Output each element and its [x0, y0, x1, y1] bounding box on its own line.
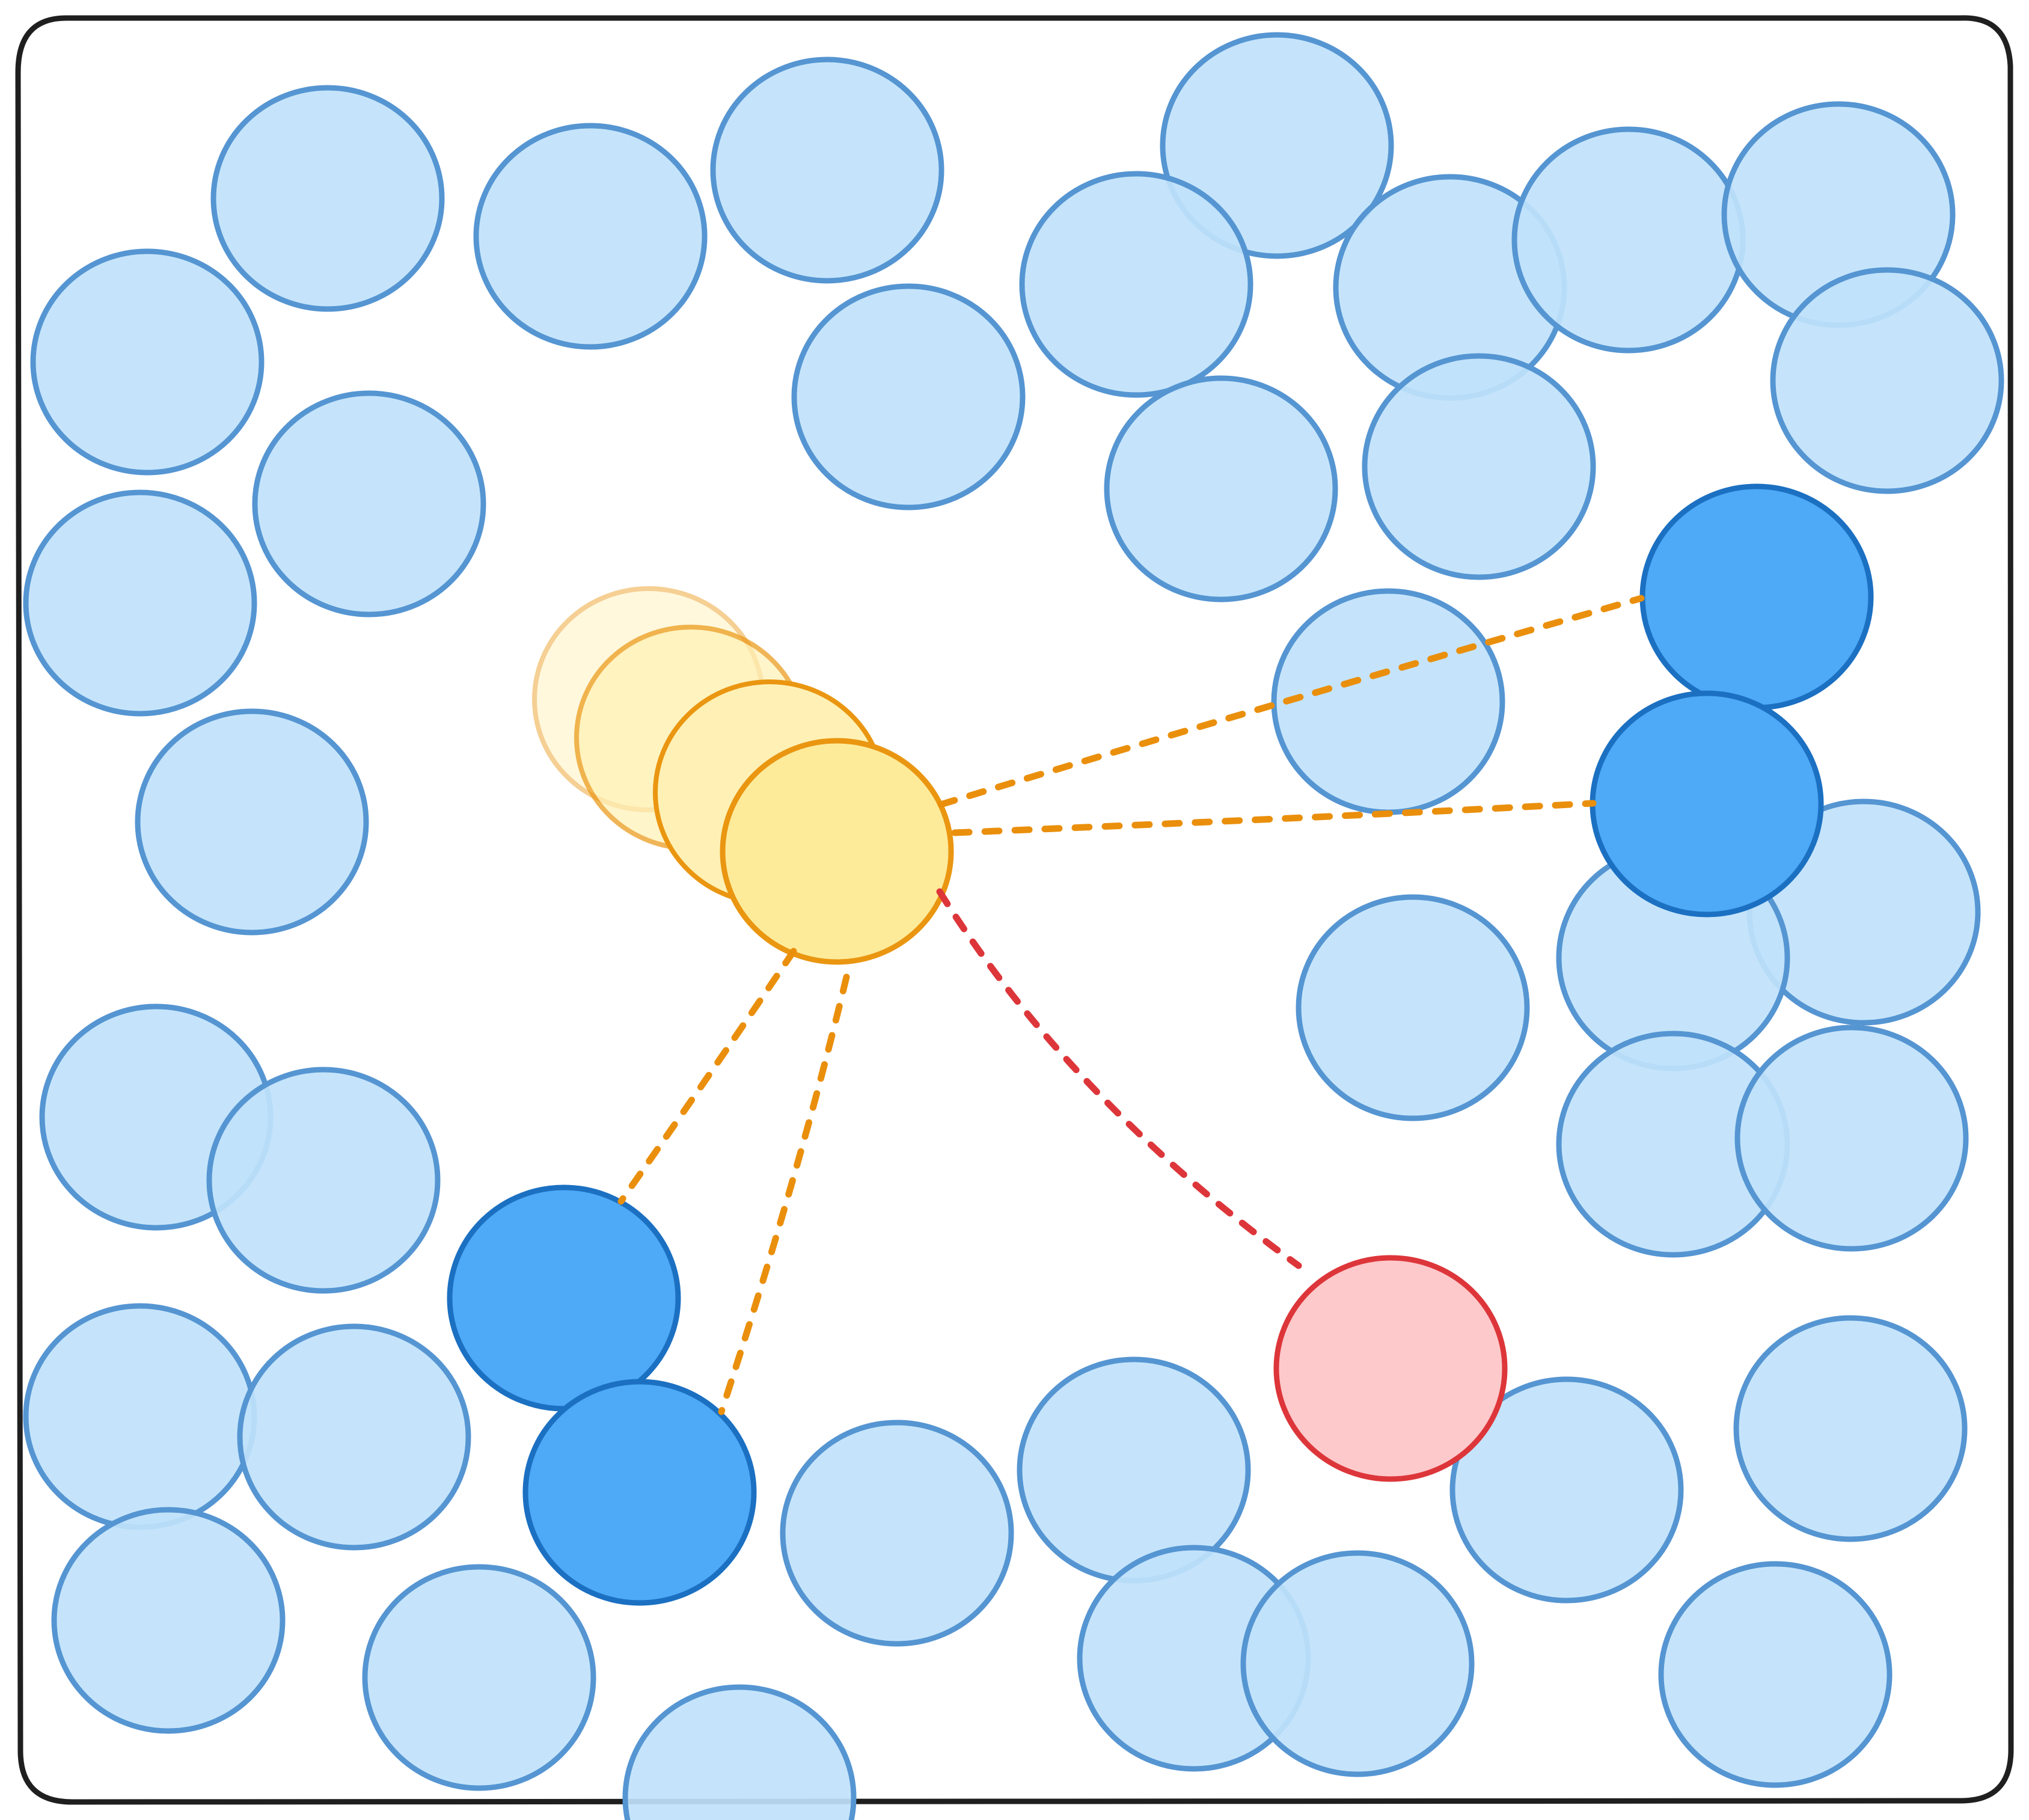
- particle: [1511, 126, 1746, 354]
- neighbor-link: [617, 948, 797, 1205]
- particle: [473, 123, 708, 350]
- particle: [791, 283, 1026, 510]
- particle: [362, 1564, 596, 1791]
- particle: [135, 708, 369, 936]
- particle: [622, 1684, 857, 1820]
- particle: [1733, 1315, 1968, 1542]
- particle: [1019, 171, 1253, 398]
- particle: [1658, 1561, 1893, 1788]
- particle: [780, 1420, 1014, 1647]
- target-particle: [1273, 1255, 1508, 1482]
- neighbor-particle: [1590, 690, 1824, 918]
- particle: [1240, 1550, 1475, 1777]
- target-link: [936, 888, 1302, 1269]
- particle-layer: [23, 32, 2004, 1820]
- connection-links: [617, 595, 1645, 1415]
- particle: [23, 1303, 257, 1530]
- neighbor-link: [937, 595, 1645, 808]
- neighbor-particle: [447, 1184, 681, 1412]
- particle: [1296, 894, 1530, 1121]
- particle: [30, 248, 265, 476]
- particle: [1104, 375, 1338, 602]
- particle: [1734, 1025, 1969, 1252]
- frame-border: [15, 15, 2014, 1805]
- particle: [23, 489, 257, 717]
- particle: [1160, 32, 1394, 259]
- neighbor-link: [951, 800, 1597, 836]
- particle: [1449, 1376, 1684, 1604]
- particle: [206, 1067, 441, 1294]
- particle: [1271, 588, 1505, 815]
- particle: [1770, 267, 2004, 494]
- particle: [51, 1507, 286, 1734]
- particle: [237, 1323, 471, 1551]
- particle: [710, 57, 944, 284]
- particle: [210, 85, 445, 312]
- neighbor-particle: [522, 1379, 757, 1606]
- particle: [252, 390, 486, 617]
- agent-particle: [720, 738, 954, 965]
- neighbor-particle: [1639, 483, 1874, 711]
- neighbor-link: [718, 973, 850, 1415]
- particle: [1362, 353, 1596, 580]
